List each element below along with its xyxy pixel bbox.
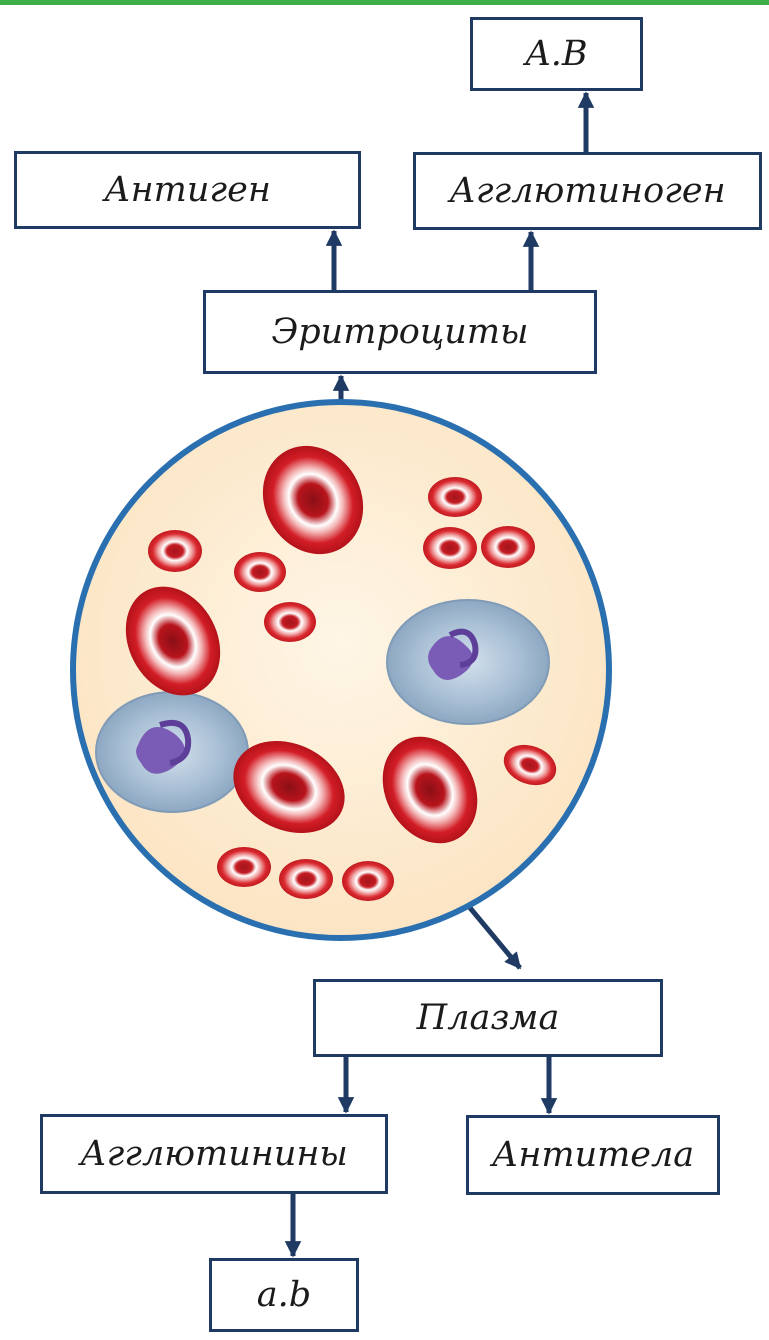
- node-ab-capital: A.B: [470, 17, 643, 91]
- node-agglutinogen: Агглютиноген: [413, 152, 762, 230]
- node-antigen-label: Антиген: [104, 170, 271, 210]
- node-erythrocytes: Эритроциты: [203, 290, 597, 374]
- red-blood-cell: [423, 527, 477, 569]
- node-erythrocytes-label: Эритроциты: [271, 312, 528, 352]
- node-agglutinins-label: Агглютинины: [80, 1134, 348, 1174]
- red-blood-cell: [234, 552, 286, 592]
- red-blood-cell: [481, 526, 535, 568]
- node-plasma-label: Плазма: [417, 998, 560, 1038]
- white-blood-cell: [387, 600, 549, 724]
- node-ab-small: a.b: [209, 1258, 359, 1332]
- node-antibodies: Антитела: [466, 1115, 720, 1195]
- node-ab-small-label: a.b: [257, 1275, 311, 1315]
- white-blood-cell: [96, 692, 248, 812]
- node-agglutinogen-label: Агглютиноген: [449, 171, 725, 211]
- red-blood-cell: [217, 847, 271, 887]
- red-blood-cell: [148, 530, 202, 572]
- node-ab-capital-label: A.B: [525, 34, 587, 74]
- node-agglutinins: Агглютинины: [40, 1114, 388, 1194]
- red-blood-cell: [264, 602, 316, 642]
- red-blood-cell: [428, 477, 482, 517]
- node-antigen: Антиген: [14, 151, 361, 229]
- red-blood-cell: [342, 861, 394, 901]
- node-plasma: Плазма: [313, 979, 663, 1057]
- red-blood-cell: [279, 859, 333, 899]
- node-antibodies-label: Антитела: [492, 1135, 694, 1175]
